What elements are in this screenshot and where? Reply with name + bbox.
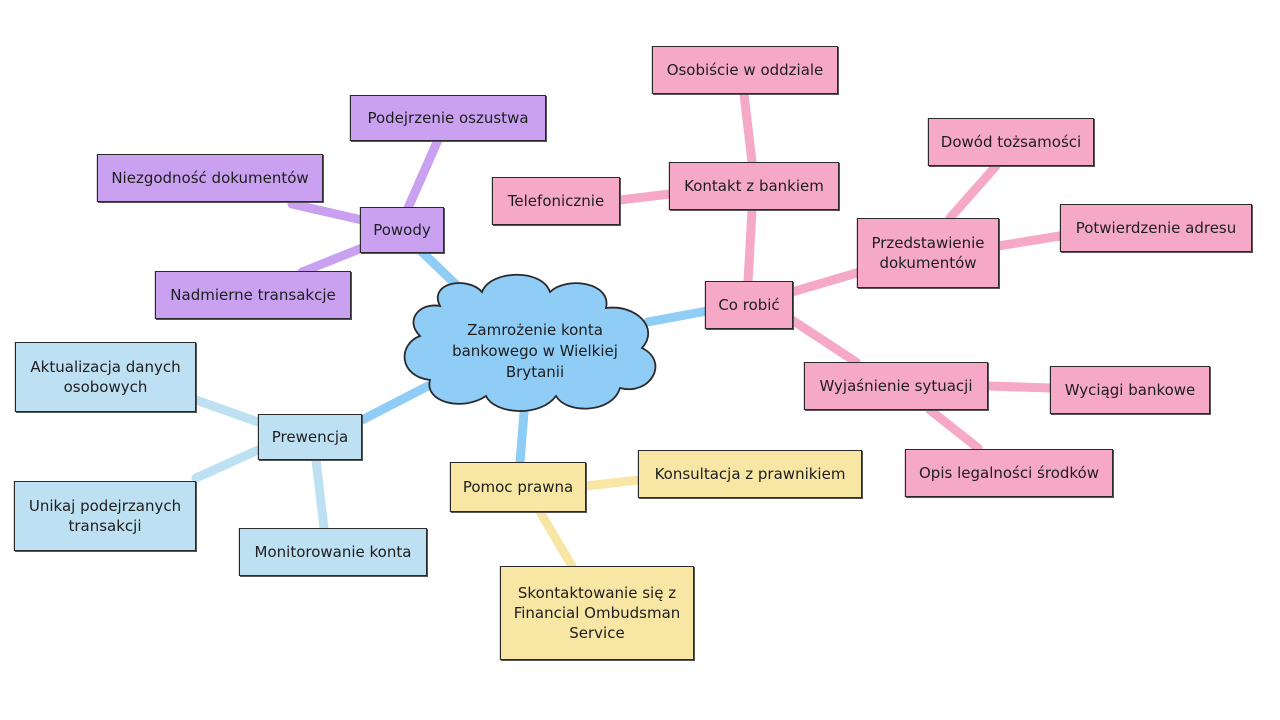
node-label: Niezgodność dokumentów bbox=[111, 169, 309, 187]
connector-powody-podejrzenie bbox=[403, 135, 443, 213]
node-wyciagi-bankowe[interactable]: Wyciągi bankowe bbox=[1050, 366, 1210, 414]
node-niezgodnosc-dokumentow[interactable]: Niezgodność dokumentów bbox=[97, 154, 323, 202]
node-label: Opis legalności środków bbox=[919, 464, 1099, 482]
node-label: Prewencja bbox=[271, 428, 349, 446]
connector-prewencja-aktualizacja bbox=[191, 395, 263, 427]
node-label: Monitorowanie konta bbox=[254, 543, 412, 561]
node-label: Telefonicznie bbox=[507, 192, 605, 210]
node-konsultacja-z-prawnikiem[interactable]: Konsultacja z prawnikiem bbox=[638, 450, 862, 498]
node-unikaj-podejrzanych-transakcji[interactable]: Unikaj podejrzanych transakcji bbox=[14, 481, 196, 551]
node-label-line: Przedstawienie bbox=[871, 234, 985, 252]
node-label: Pomoc prawna bbox=[462, 478, 574, 496]
node-label: Potwierdzenie adresu bbox=[1075, 219, 1237, 237]
center-topic: Zamrożenie konta bankowego w Wielkiej Br… bbox=[430, 318, 640, 384]
node-label: Wyciągi bankowe bbox=[1064, 381, 1196, 399]
node-label: Kontakt z bankiem bbox=[684, 177, 824, 195]
node-podejrzenie-oszustwa[interactable]: Podejrzenie oszustwa bbox=[350, 95, 546, 141]
connector-center-co-robic bbox=[643, 305, 717, 327]
node-label-line: Skontaktowanie się z bbox=[517, 584, 677, 602]
node-wyjasnienie-sytuacji[interactable]: Wyjaśnienie sytuacji bbox=[804, 362, 988, 410]
center-topic-line: Zamrożenie konta bbox=[467, 320, 603, 339]
connector-wyjasnienie-opis bbox=[925, 405, 983, 453]
node-label-line: Service bbox=[569, 624, 625, 642]
node-label: Nadmierne transakcje bbox=[170, 286, 336, 304]
connector-powody-niezgodnosc bbox=[287, 199, 367, 225]
center-topic-line: Brytanii bbox=[505, 362, 565, 381]
connector-pomoc-ombudsman bbox=[535, 507, 577, 571]
connector-center-prewencja bbox=[357, 381, 433, 425]
node-osobiscie-w-oddziale[interactable]: Osobiście w oddziale bbox=[652, 46, 838, 94]
node-dowod-tozsamosci[interactable]: Dowód tożsamości bbox=[928, 118, 1094, 166]
center-topic-line: bankowego w Wielkiej bbox=[452, 341, 618, 360]
node-label-line: Unikaj podejrzanych bbox=[28, 497, 182, 515]
node-label: Wyjaśnienie sytuacji bbox=[819, 377, 973, 395]
connector-prewencja-monitorowanie bbox=[311, 455, 329, 533]
node-co-robic[interactable]: Co robić bbox=[705, 281, 793, 329]
node-financial-ombudsman-service[interactable]: Skontaktowanie się z Financial Ombudsman… bbox=[500, 566, 694, 660]
connector-kontakt-osobiscie bbox=[739, 89, 757, 167]
node-label: Podejrzenie oszustwa bbox=[367, 109, 529, 127]
node-label-line: osobowych bbox=[63, 378, 148, 396]
node-aktualizacja-danych-osobowych[interactable]: Aktualizacja danych osobowych bbox=[15, 342, 196, 412]
node-nadmierne-transakcje[interactable]: Nadmierne transakcje bbox=[155, 271, 351, 319]
connector-corobic-dokumenty bbox=[787, 267, 865, 297]
node-label-line: dokumentów bbox=[879, 254, 977, 272]
node-przedstawienie-dokumentow[interactable]: Przedstawienie dokumentów bbox=[857, 218, 999, 288]
node-kontakt-z-bankiem[interactable]: Kontakt z bankiem bbox=[669, 162, 839, 210]
node-monitorowanie-konta[interactable]: Monitorowanie konta bbox=[239, 528, 427, 576]
connector-dokumenty-dowod bbox=[945, 161, 1001, 223]
node-label: Konsultacja z prawnikiem bbox=[654, 465, 846, 483]
node-label: Dowód tożsamości bbox=[940, 133, 1082, 151]
connector-powody-nadmierne bbox=[297, 243, 367, 277]
node-telefonicznie[interactable]: Telefonicznie bbox=[492, 177, 620, 225]
node-label: Powody bbox=[373, 221, 431, 239]
node-prewencja[interactable]: Prewencja bbox=[258, 414, 362, 460]
connector-prewencja-unikaj bbox=[191, 445, 263, 483]
connector-corobic-wyjasnienie bbox=[787, 315, 861, 367]
connector-corobic-kontakt bbox=[743, 205, 757, 287]
center-cloud bbox=[403, 273, 657, 412]
node-label-line: Financial Ombudsman bbox=[513, 604, 681, 622]
connector-pomoc-konsultacja bbox=[581, 475, 643, 491]
node-label: Co robić bbox=[718, 296, 780, 314]
node-opis-legalnosci-srodkow[interactable]: Opis legalności środków bbox=[905, 449, 1113, 497]
connector-wyjasnienie-wyciagi bbox=[983, 381, 1055, 393]
node-label-line: Aktualizacja danych bbox=[30, 358, 181, 376]
node-label-line: transakcji bbox=[68, 517, 142, 535]
connector-kontakt-telefonicznie bbox=[615, 189, 675, 205]
connector-dokumenty-potwierdzenie bbox=[993, 231, 1065, 251]
node-pomoc-prawna[interactable]: Pomoc prawna bbox=[450, 462, 586, 512]
node-label: Osobiście w oddziale bbox=[666, 61, 824, 79]
node-potwierdzenie-adresu[interactable]: Potwierdzenie adresu bbox=[1060, 204, 1252, 252]
node-powody[interactable]: Powody bbox=[360, 207, 444, 253]
